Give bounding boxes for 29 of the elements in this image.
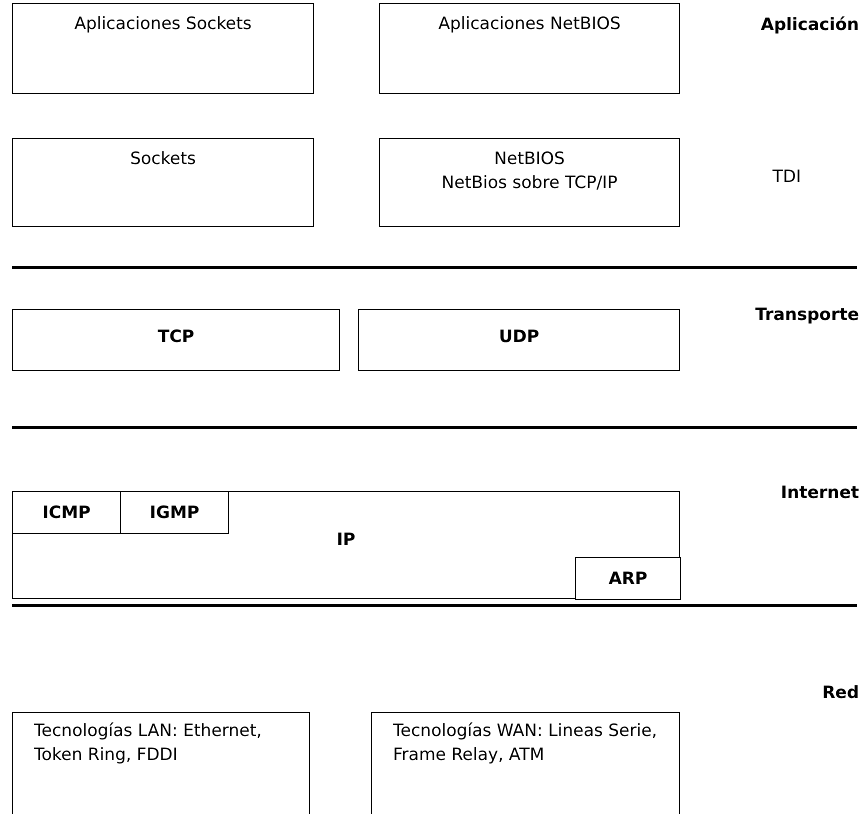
protocol-box: [12, 491, 680, 599]
box-label: IGMP: [148, 502, 200, 525]
box-label: Tecnologías WAN: Lineas Serie, Frame Relay, ATM: [393, 720, 658, 767]
protocol-box: [12, 309, 340, 371]
interface-box: [12, 138, 314, 227]
layer-name: TDI: [772, 166, 801, 189]
application-box: [379, 3, 680, 94]
box-label: Tecnologías LAN: Ethernet, Token Ring, FDDI: [34, 720, 263, 767]
box-label: TCP: [156, 326, 196, 349]
network-box: [371, 712, 680, 814]
network-box: [12, 712, 310, 814]
box-label: Sockets: [129, 148, 197, 171]
box-label: NetBios sobre TCP/IP: [440, 172, 618, 195]
layer-name: Internet: [780, 482, 859, 505]
layer-name: Aplicación: [760, 14, 859, 37]
box-label: UDP: [498, 326, 540, 349]
protocol-box: [575, 557, 681, 600]
layer-name: Transporte: [755, 304, 859, 327]
application-box: [12, 3, 314, 94]
layer-name: Red: [822, 682, 859, 705]
box-label: IP: [336, 529, 356, 552]
box-label: Aplicaciones Sockets: [73, 13, 253, 36]
box-label: NetBIOS: [493, 148, 566, 171]
protocol-box: [120, 491, 229, 534]
protocol-box: [358, 309, 680, 371]
interface-box: [379, 138, 680, 227]
box-label: ARP: [608, 568, 648, 591]
box-label: Aplicaciones NetBIOS: [437, 13, 622, 36]
box-label: ICMP: [41, 502, 92, 525]
